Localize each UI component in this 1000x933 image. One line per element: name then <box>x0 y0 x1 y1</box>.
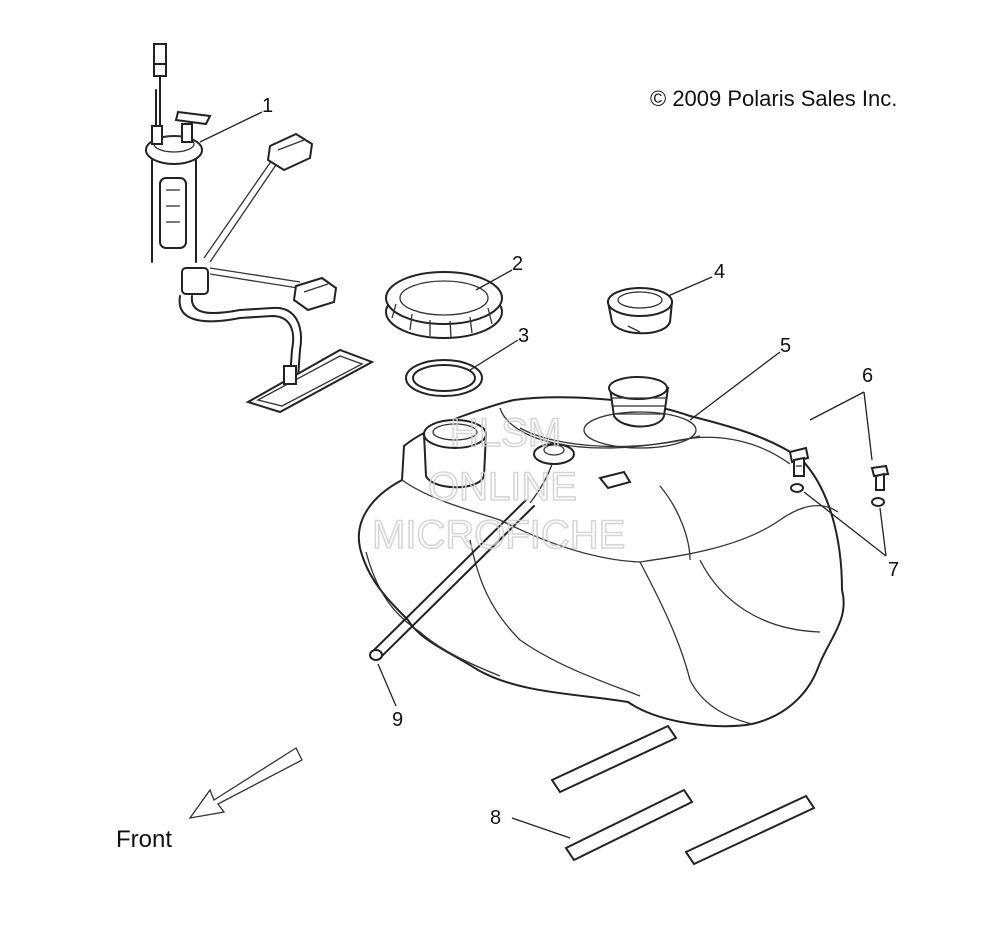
watermark-line-1: HLSM <box>450 411 561 455</box>
fuel-tank <box>357 376 845 728</box>
watermark-line-3: MICROFICHE <box>372 513 625 557</box>
watermark-line-2: ONLINE <box>428 465 577 509</box>
pad-left <box>564 788 694 862</box>
callout-7: 7 <box>888 559 899 581</box>
front-label: Front <box>116 826 173 853</box>
bolt-upper <box>788 446 810 477</box>
fuel-cap <box>606 287 674 335</box>
callout-4: 4 <box>714 261 725 283</box>
retaining-ring <box>385 271 503 339</box>
callout-6: 6 <box>862 365 873 387</box>
callout-2: 2 <box>512 253 523 275</box>
bolt-lower <box>870 464 890 491</box>
washer-upper <box>790 483 804 493</box>
copyright-text: © 2009 Polaris Sales Inc. <box>650 86 898 111</box>
callout-5: 5 <box>780 335 791 357</box>
front-arrow-icon <box>188 747 303 819</box>
washer-lower <box>871 497 885 507</box>
pad-right <box>684 794 816 866</box>
callout-1: 1 <box>262 95 273 117</box>
callout-9: 9 <box>392 709 403 731</box>
pad-top <box>550 724 678 794</box>
callout-3: 3 <box>518 325 529 347</box>
callout-8: 8 <box>490 807 501 829</box>
vent-hose <box>369 463 553 661</box>
seal-ring <box>405 359 483 397</box>
fuel-pump-assembly <box>145 43 375 414</box>
